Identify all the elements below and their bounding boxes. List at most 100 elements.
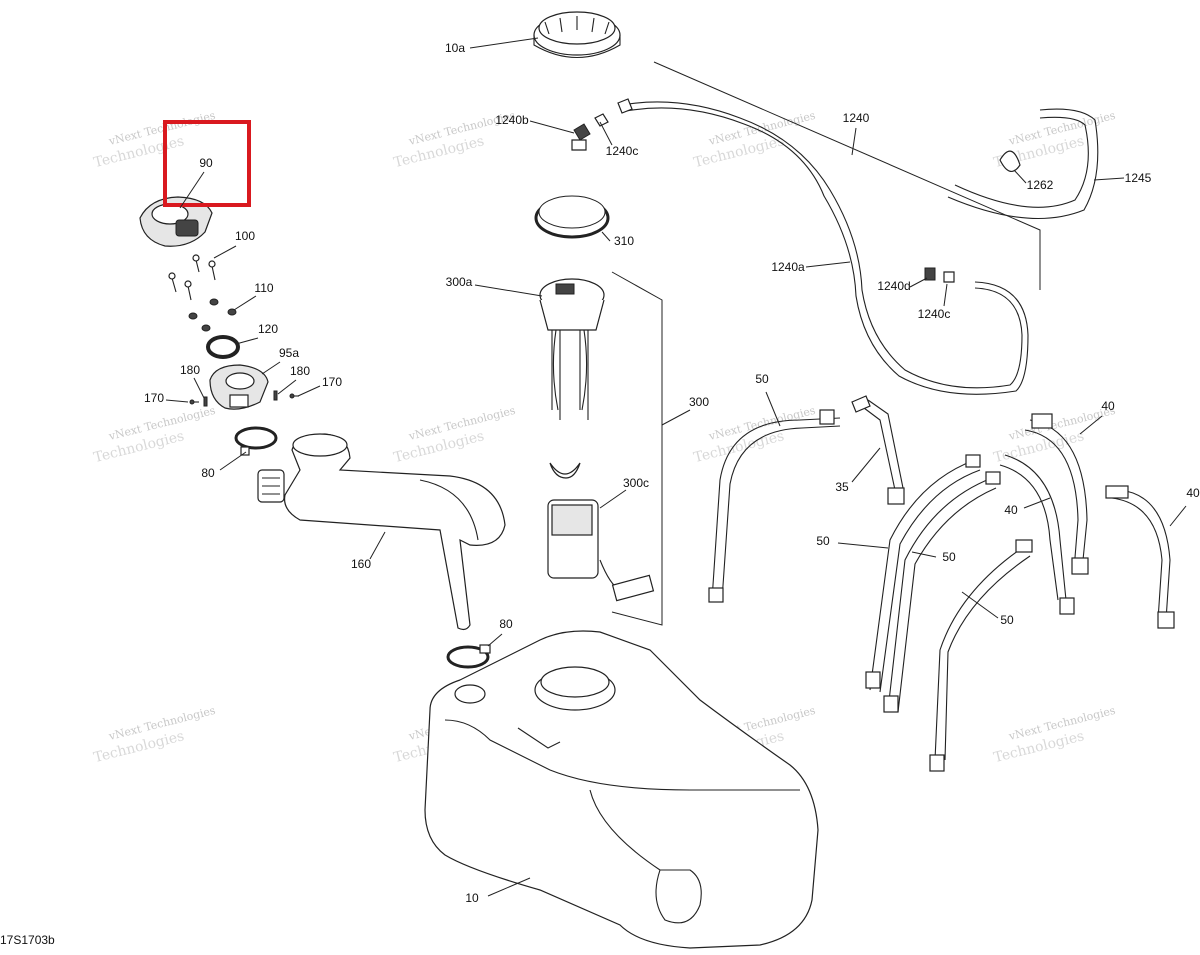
callout-label: 160 <box>351 557 371 571</box>
callout-label: 300a <box>446 275 473 289</box>
part-tank-straps <box>708 395 1175 772</box>
callout-label: 110 <box>254 281 273 295</box>
callout-label: 50 <box>1000 613 1014 627</box>
callout-label: 40 <box>1101 399 1115 413</box>
callout-label: 95a <box>279 346 299 360</box>
callout-leader-line <box>529 120 575 134</box>
part-pump-head <box>539 278 605 420</box>
callout-leader-line <box>765 391 781 427</box>
callout-leaders <box>165 37 1187 897</box>
callout-leader-line <box>909 277 928 288</box>
callout-label: 50 <box>816 534 830 548</box>
callout-leader-line <box>487 633 503 647</box>
callout-label: 1240b <box>495 113 529 127</box>
part-hose-clamp-upper <box>234 426 278 456</box>
callout-leader-line <box>219 451 247 471</box>
callout-leader-line <box>297 385 321 397</box>
callout-label: 1245 <box>1125 171 1152 185</box>
callout-label: 1240d <box>877 279 910 293</box>
callout-label: 120 <box>258 322 278 336</box>
part-filler-hose <box>257 433 506 631</box>
callout-label: 40 <box>1004 503 1018 517</box>
callout-leader-line <box>961 591 999 619</box>
callout-leader-line <box>179 171 205 209</box>
callout-leader-line <box>213 245 237 259</box>
part-pump-assembly-bracket <box>611 271 663 626</box>
callout-leader-line <box>469 37 539 49</box>
callout-labels: 10a 1240b 1240c 1240 1245 1262 90 310 100 1240a 30… <box>144 41 1200 905</box>
callout-leader-line <box>1013 169 1027 184</box>
callout-leader-line <box>233 295 257 311</box>
part-vent-tube <box>617 98 1029 395</box>
callout-label: 300 <box>689 395 709 409</box>
callout-leader-line <box>601 231 611 242</box>
callout-leader-line <box>277 379 297 395</box>
callout-leader-line <box>911 551 937 558</box>
callout-label: 1240a <box>771 260 805 274</box>
highlight-box <box>163 120 251 207</box>
callout-label: 170 <box>322 375 342 389</box>
callout-label: 50 <box>755 372 769 386</box>
callout-label: 1240c <box>606 144 639 158</box>
part-seal-ring <box>534 195 610 239</box>
part-screws <box>168 254 216 301</box>
callout-label: 180 <box>290 364 310 378</box>
part-pump-module <box>547 462 655 602</box>
callout-leader-line <box>599 489 627 509</box>
callout-label: 50 <box>942 550 956 564</box>
callout-label: 300c <box>623 476 649 490</box>
callout-label: 10a <box>445 41 465 55</box>
callout-label: 180 <box>180 363 200 377</box>
callout-label: 170 <box>144 391 164 405</box>
callout-label: 40 <box>1186 486 1200 500</box>
callout-label: 80 <box>201 466 215 480</box>
part-nuts <box>188 298 237 332</box>
callout-leader-line <box>1079 415 1103 435</box>
part-flange <box>209 364 269 410</box>
part-fuel-tank <box>424 630 819 949</box>
callout-label: 10 <box>465 891 479 905</box>
callout-label: 1262 <box>1027 178 1054 192</box>
callout-leader-line <box>235 337 259 345</box>
callout-leader-line <box>837 542 889 549</box>
callout-leader-line <box>599 121 613 146</box>
callout-leader-line <box>193 377 205 399</box>
part-o-ring <box>206 335 240 359</box>
callout-leader-line <box>487 877 531 897</box>
callout-leader-line <box>165 399 189 403</box>
callout-label: 1240c <box>918 307 951 321</box>
part-hose-clamp-lower <box>446 644 491 669</box>
callout-leader-line <box>851 447 881 483</box>
callout-label: 1240 <box>843 111 870 125</box>
part-overflow-hose <box>947 108 1099 219</box>
callout-leader-line <box>1093 177 1125 181</box>
callout-leader-line <box>474 284 543 297</box>
callout-label: 35 <box>835 480 849 494</box>
callout-label: 90 <box>199 156 213 170</box>
callout-leader-line <box>943 283 948 307</box>
figure-code: 17S1703b <box>0 933 55 947</box>
callout-label: 100 <box>235 229 255 243</box>
part-filler-ring <box>533 11 621 59</box>
callout-leader-line <box>1169 505 1187 527</box>
callout-leader-line <box>261 361 281 375</box>
callout-label: 80 <box>499 617 513 631</box>
part-clips <box>189 390 299 407</box>
part-vent-tube-reference <box>653 61 1041 290</box>
callout-leader-line <box>805 261 851 268</box>
part-sender-cover <box>139 196 213 247</box>
callout-leader-line <box>661 409 691 426</box>
callout-leader-line <box>369 531 386 560</box>
part-vent-fittings <box>571 113 955 283</box>
callout-leader-line <box>851 127 857 156</box>
callout-label: 310 <box>614 234 634 248</box>
